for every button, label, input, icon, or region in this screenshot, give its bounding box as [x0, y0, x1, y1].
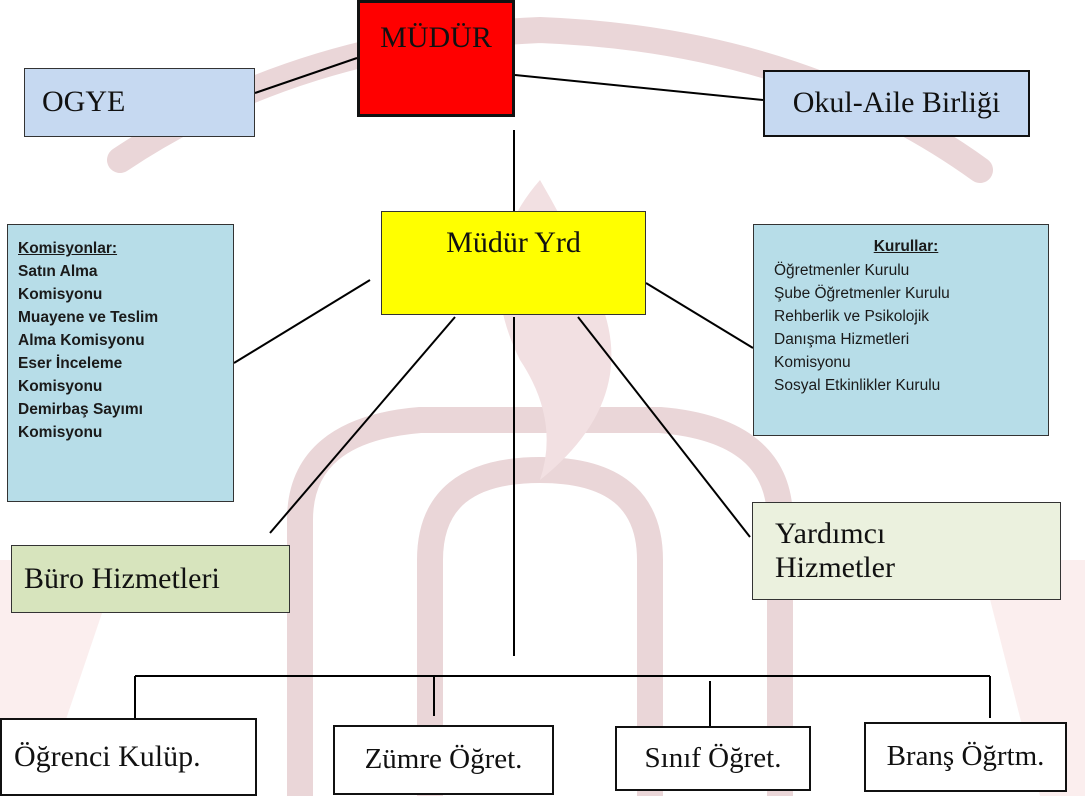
ogrenci-kulup-box: Öğrenci Kulüp. — [0, 718, 257, 796]
kurul-item: Danışma Hizmetleri — [774, 331, 910, 348]
komisyon-item: Muayene ve Teslim — [18, 309, 159, 326]
kurul-item: Rehberlik ve Psikolojik — [774, 308, 930, 325]
zumre-ogret-box: Zümre Öğret. — [333, 725, 554, 795]
komisyon-item: Demirbaş Sayımı — [18, 401, 143, 418]
ogye-box: OGYE — [24, 68, 255, 137]
link-yrd-komisyon — [233, 279, 371, 364]
link-mudur-okul — [514, 74, 764, 101]
okul-aile-label: Okul-Aile Birliği — [792, 86, 1001, 120]
link-mudur-ogye — [254, 57, 358, 94]
komisyon-item: Satın Alma — [18, 263, 98, 280]
kurul-item: Öğretmenler Kurulu — [774, 262, 910, 279]
kurul-item: Komisyonu — [774, 354, 851, 371]
komisyonlar-box: Komisyonlar: Satın Alma Komisyonu Muayen… — [7, 224, 234, 502]
sinif-ogret-label: Sınıf Öğret. — [644, 741, 782, 774]
komisyon-item: Komisyonu — [18, 424, 103, 441]
zumre-ogret-label: Zümre Öğret. — [364, 743, 523, 776]
yardimci-hizmetler-box: Yardımcı Hizmetler — [752, 502, 1061, 600]
sinif-ogret-box: Sınıf Öğret. — [615, 726, 811, 791]
brans-ogrtm-box: Branş Öğrtm. — [864, 722, 1067, 792]
kurullar-box: Kurullar: Öğretmenler Kurulu Şube Öğretm… — [753, 224, 1049, 436]
komisyon-item: Komisyonu — [18, 378, 103, 395]
komisyonlar-heading: Komisyonlar: — [18, 240, 118, 257]
komisyon-item: Eser İnceleme — [18, 355, 123, 372]
komisyon-item: Alma Komisyonu — [18, 332, 145, 349]
yardimci-hizmetler-line1: Yardımcı — [775, 516, 886, 550]
link-yrd-yard — [577, 316, 751, 538]
mudur-yrd-label: Müdür Yrd — [446, 226, 581, 259]
okul-aile-box: Okul-Aile Birliği — [763, 70, 1030, 137]
mudur-yrd-box: Müdür Yrd — [381, 211, 646, 315]
kurul-item: Şube Öğretmenler Kurulu — [774, 285, 950, 302]
buro-hizmetleri-box: Büro Hizmetleri — [11, 545, 290, 613]
ogye-label: OGYE — [42, 85, 126, 119]
kurullar-heading: Kurullar: — [873, 238, 939, 255]
ogrenci-kulup-label: Öğrenci Kulüp. — [14, 739, 201, 773]
komisyon-item: Komisyonu — [18, 286, 103, 303]
kurul-item: Sosyal Etkinlikler Kurulu — [774, 377, 941, 394]
buro-hizmetleri-label: Büro Hizmetleri — [24, 561, 220, 595]
link-yrd-kurul — [645, 282, 754, 349]
link-yrd-buro — [269, 316, 456, 534]
brans-ogrtm-label: Branş Öğrtm. — [886, 740, 1045, 773]
mudur-label: MÜDÜR — [380, 21, 492, 54]
mudur-box: MÜDÜR — [357, 0, 515, 117]
yardimci-hizmetler-line2: Hizmetler — [775, 551, 895, 584]
